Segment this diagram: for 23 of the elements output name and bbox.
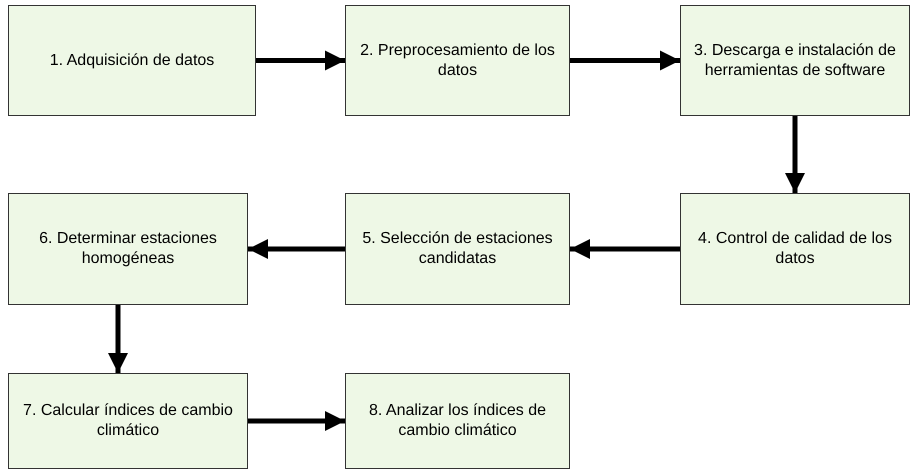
step-label: 7. Calcular índices de cambio climático	[22, 401, 234, 441]
process-box	[345, 373, 570, 469]
step-label: 1. Adquisición de datos	[50, 50, 214, 70]
arrow	[256, 50, 345, 70]
arrow	[108, 305, 128, 373]
process-box	[8, 193, 248, 305]
step-label: 8. Analizar los índices de cambio climático	[368, 401, 547, 441]
step-label: 3. Descarga e instalación de herramientas de software	[693, 40, 897, 80]
arrow	[248, 239, 345, 259]
process-box	[345, 193, 570, 305]
arrow	[570, 239, 680, 259]
step-label: 5. Selección de estaciones candidatas	[361, 229, 554, 269]
arrow	[570, 50, 680, 70]
process-box	[680, 5, 910, 116]
process-box	[680, 193, 910, 305]
process-box	[8, 5, 256, 116]
arrow	[248, 411, 345, 431]
step-label: 4. Control de calidad de los datos	[697, 229, 893, 269]
step-label: 6. Determinar estaciones homogéneas	[38, 229, 218, 269]
step-label: 2. Preprocesamiento de los datos	[359, 40, 556, 80]
process-box	[345, 5, 570, 116]
process-box	[8, 373, 248, 469]
arrow	[785, 116, 805, 193]
